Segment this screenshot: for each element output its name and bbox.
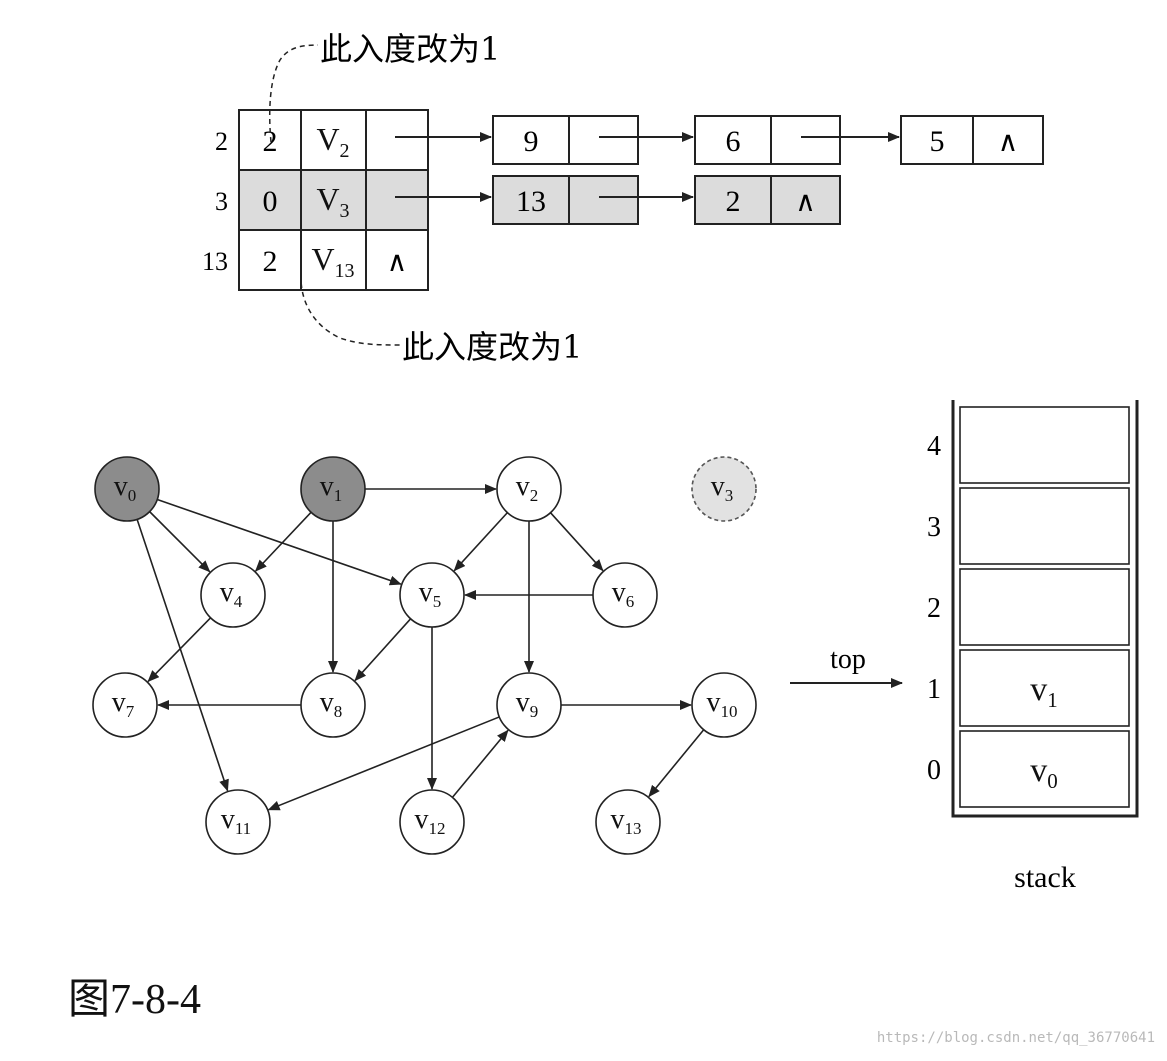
vertex-v2: v2 bbox=[496, 456, 562, 522]
vertex-label: v7 bbox=[112, 687, 135, 721]
edge-node: 13 bbox=[492, 175, 639, 225]
edge-v2-v5 bbox=[453, 512, 508, 572]
edge-v4-v7 bbox=[147, 617, 212, 683]
stack-slot-0: 0 v0 bbox=[927, 730, 1130, 808]
adj-row-index: 3 bbox=[215, 187, 228, 216]
adj-in-degree: 0 bbox=[263, 185, 278, 218]
stack-index: 2 bbox=[927, 593, 941, 624]
vertex-v6: v6 bbox=[592, 562, 658, 628]
null-symbol: ∧ bbox=[387, 245, 408, 278]
vertex-v7: v7 bbox=[92, 672, 158, 738]
adj-in-degree: 2 bbox=[263, 125, 278, 158]
adj-in-degree: 2 bbox=[263, 245, 278, 278]
adj-vertex-label: V2 bbox=[316, 121, 349, 162]
stack-item-label: v0 bbox=[1030, 752, 1058, 793]
adjvex-value: 5 bbox=[930, 125, 945, 158]
edge-v12-v9 bbox=[451, 729, 509, 798]
adjvex-value: 9 bbox=[524, 125, 539, 158]
edge-v0-v4 bbox=[149, 511, 211, 573]
null-symbol: ∧ bbox=[795, 185, 816, 218]
vertex-label: v11 bbox=[221, 804, 251, 838]
stack-slot-2: 2 bbox=[927, 568, 1130, 646]
vertex-label: v12 bbox=[415, 804, 446, 838]
note-label-bottom: 此入度改为1 bbox=[402, 328, 582, 366]
edge-v1-v4 bbox=[254, 511, 312, 572]
vertex-label: v13 bbox=[611, 804, 642, 838]
edge-node: 2∧ bbox=[694, 175, 841, 225]
edge-v2-v6 bbox=[549, 512, 604, 572]
edge-node: 5∧ bbox=[900, 115, 1044, 165]
edge-v0-v11 bbox=[136, 519, 229, 792]
stack-index: 4 bbox=[927, 431, 941, 462]
stack: 4 3 2 1 v1 0 v0 top stack bbox=[790, 400, 1139, 894]
vertex-label: v5 bbox=[419, 577, 442, 611]
adj-row-index: 2 bbox=[215, 127, 228, 156]
figure-caption: 图7-8-4 bbox=[68, 977, 201, 1023]
stack-label: stack bbox=[1014, 861, 1076, 894]
vertex-label: v2 bbox=[516, 471, 539, 505]
vertex-v13: v13 bbox=[595, 789, 661, 855]
stack-slot-4: 4 bbox=[927, 406, 1130, 484]
adjvex-value: 6 bbox=[726, 125, 741, 158]
vertex-v1: v1 bbox=[300, 456, 366, 522]
vertex-label: v6 bbox=[612, 577, 635, 611]
vertex-v0: v0 bbox=[94, 456, 160, 522]
vertex-label: v10 bbox=[707, 687, 738, 721]
edge-v5-v8 bbox=[354, 618, 412, 682]
vertex-v5: v5 bbox=[399, 562, 465, 628]
top-label: top bbox=[830, 644, 866, 675]
vertex-v8: v8 bbox=[300, 672, 366, 738]
adjvex-value: 13 bbox=[516, 185, 546, 218]
stack-item-label: v1 bbox=[1030, 671, 1058, 712]
stack-index: 1 bbox=[927, 674, 941, 705]
stack-slot-3: 3 bbox=[927, 487, 1130, 565]
stack-slot-1: 1 v1 bbox=[927, 649, 1130, 727]
vertex-v9: v9 bbox=[496, 672, 562, 738]
edge-v9-v11 bbox=[267, 716, 500, 811]
note-label-top: 此入度改为1 bbox=[320, 30, 500, 68]
graph-vertices: v0 v1 v2 v3 v4 v5 v6 v7 v8 v9 v10 v11 v12 v13 bbox=[92, 456, 757, 855]
edge-node: 6 bbox=[694, 115, 841, 165]
vertex-label: v1 bbox=[320, 471, 343, 505]
edge-v10-v13 bbox=[648, 729, 705, 798]
edge-node: 9 bbox=[492, 115, 639, 165]
vertex-v4: v4 bbox=[200, 562, 266, 628]
adj-vertex-label: V13 bbox=[311, 241, 354, 282]
stack-index: 0 bbox=[927, 755, 941, 786]
adjvex-value: 2 bbox=[726, 185, 741, 218]
vertex-label: v3 bbox=[711, 471, 734, 505]
stack-index: 3 bbox=[927, 512, 941, 543]
null-symbol: ∧ bbox=[998, 125, 1019, 158]
vertex-label: v8 bbox=[320, 687, 343, 721]
adj-row-index: 13 bbox=[202, 247, 228, 276]
vertex-v11: v11 bbox=[205, 789, 271, 855]
vertex-v3: v3 bbox=[691, 456, 757, 522]
vertex-v10: v10 bbox=[691, 672, 757, 738]
vertex-label: v0 bbox=[114, 471, 137, 505]
vertex-label: v9 bbox=[516, 687, 539, 721]
edge-v0-v5 bbox=[156, 498, 402, 586]
adj-table-grid bbox=[238, 109, 429, 291]
adj-row-13: 13 2 V13 ∧ bbox=[202, 241, 407, 282]
note-connector-top bbox=[268, 44, 319, 143]
vertex-label: v4 bbox=[220, 577, 243, 611]
adj-vertex-label: V3 bbox=[316, 181, 349, 222]
graph-edges bbox=[136, 484, 705, 811]
note-connector-bottom bbox=[300, 273, 401, 346]
vertex-v12: v12 bbox=[399, 789, 465, 855]
stack-container bbox=[951, 400, 1139, 818]
watermark: https://blog.csdn.net/qq_36770641 bbox=[876, 1030, 1155, 1046]
